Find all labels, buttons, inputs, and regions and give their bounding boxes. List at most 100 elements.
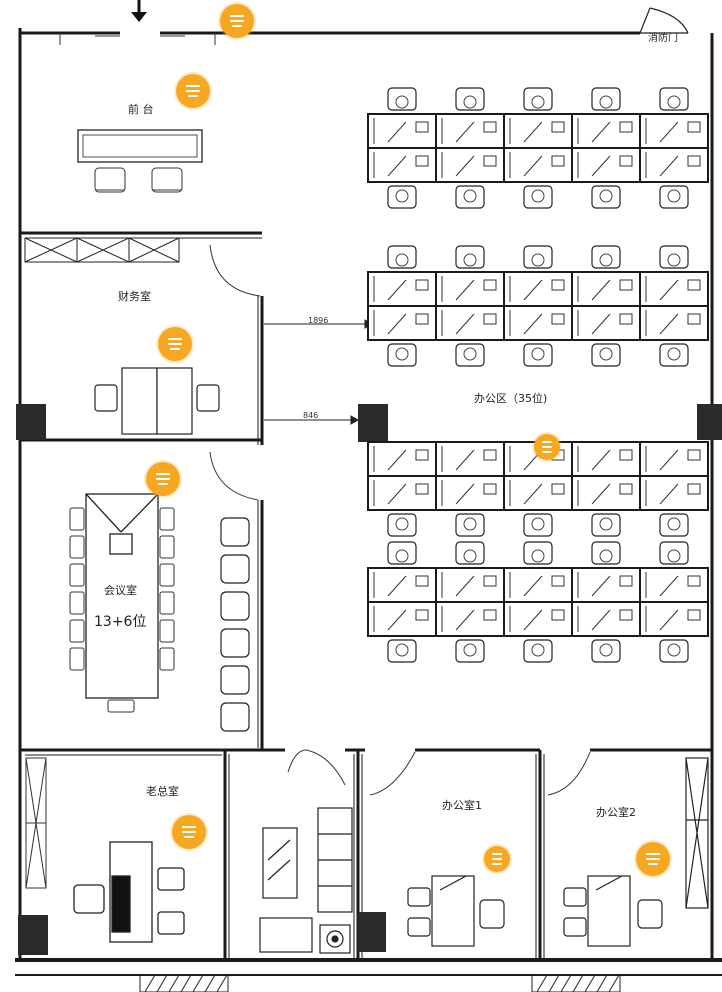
workstation-desk <box>435 271 505 307</box>
office-chair-icon <box>387 513 417 537</box>
meeting-chairs <box>69 507 175 713</box>
meeting-chair <box>69 563 85 587</box>
comment-pin-icon[interactable] <box>172 815 206 849</box>
room-label-finance: 财务室 <box>118 290 151 303</box>
workstation-desk <box>435 305 505 341</box>
comment-pin-icon[interactable] <box>534 434 560 460</box>
meeting-chair <box>69 507 85 531</box>
room-label-office2: 办公室2 <box>596 806 636 819</box>
workstation-desk <box>571 147 641 183</box>
finance-desks <box>94 367 220 435</box>
meeting-chair <box>69 647 85 671</box>
finance-cabinets <box>24 237 180 263</box>
meeting-door <box>209 451 259 501</box>
workstation-desk <box>503 305 573 341</box>
office-chair-icon <box>455 639 485 663</box>
office-chair-icon <box>387 343 417 367</box>
meeting-chair <box>159 507 175 531</box>
workstation-desk <box>571 113 641 149</box>
office-chair-icon <box>523 513 553 537</box>
office-chair-icon <box>659 87 689 111</box>
office-chair-icon <box>591 185 621 209</box>
office-chair-icon <box>523 343 553 367</box>
pillars <box>16 404 722 955</box>
workstation-desk <box>639 271 709 307</box>
workstation-desk <box>367 271 437 307</box>
workstation-desk <box>435 601 505 637</box>
workstation-desk <box>571 567 641 603</box>
workstation-desk <box>571 271 641 307</box>
meeting-chair <box>159 563 175 587</box>
office-chair-icon <box>659 245 689 269</box>
office-chair-icon <box>591 245 621 269</box>
workstation-desk <box>503 567 573 603</box>
workstation-desk <box>367 567 437 603</box>
office-chair-icon <box>387 185 417 209</box>
comment-pin-icon[interactable] <box>220 4 254 38</box>
comment-pin-icon[interactable] <box>176 74 210 108</box>
dimension-label-lower: 846 <box>303 411 319 420</box>
side-chair <box>220 628 250 658</box>
room-label-reception: 前 台 <box>128 103 154 116</box>
room-label-ceo: 老总室 <box>146 785 179 798</box>
entrance-door <box>59 33 216 45</box>
office2-furniture <box>547 751 709 947</box>
workstation-desk <box>367 601 437 637</box>
side-chair <box>220 554 250 584</box>
workstation-desk <box>367 441 437 477</box>
meeting-chair <box>159 647 175 671</box>
workstation-desk <box>571 601 641 637</box>
meeting-chair <box>69 591 85 615</box>
meeting-chair <box>107 699 135 713</box>
office-chair-icon <box>591 639 621 663</box>
entrance-arrow-icon <box>131 0 147 22</box>
office-chair-icon <box>387 639 417 663</box>
room-label-office1: 办公室1 <box>442 799 482 812</box>
office-chair-icon <box>523 245 553 269</box>
workstation-desk <box>639 567 709 603</box>
office1-furniture <box>369 751 505 947</box>
workstation-desk <box>435 567 505 603</box>
room-label-meeting: 会议室 <box>104 584 137 597</box>
side-chair <box>220 702 250 732</box>
workstation-desk <box>503 147 573 183</box>
room-label-fire-door: 消防门 <box>648 33 678 44</box>
comment-pin-icon[interactable] <box>146 462 180 496</box>
meeting-chair <box>159 535 175 559</box>
reception-desk <box>77 129 203 163</box>
comment-pin-icon[interactable] <box>636 842 670 876</box>
office-chair-icon <box>455 513 485 537</box>
bottom-hatch <box>139 974 621 992</box>
ceo-desk <box>73 841 185 943</box>
meeting-table <box>85 493 159 699</box>
office-chair-icon <box>387 541 417 565</box>
meeting-chair <box>159 619 175 643</box>
workstation-desk <box>435 441 505 477</box>
workstation-desk <box>639 113 709 149</box>
ceo-shelves <box>25 757 47 889</box>
fire-door-icon <box>639 7 689 34</box>
workstation-desk <box>571 441 641 477</box>
workstation-desk <box>503 475 573 511</box>
side-chairs <box>220 517 250 732</box>
reception-chairs <box>94 167 183 193</box>
office-chair-icon <box>387 245 417 269</box>
office-chair-icon <box>455 343 485 367</box>
meeting-chair <box>69 619 85 643</box>
workstation-desk <box>639 147 709 183</box>
office-chair-icon <box>523 639 553 663</box>
side-chair <box>220 591 250 621</box>
comment-pin-icon[interactable] <box>158 327 192 361</box>
office-chair-icon <box>659 639 689 663</box>
workstation-desk <box>367 475 437 511</box>
office-chair-icon <box>455 87 485 111</box>
comment-pin-icon[interactable] <box>484 846 510 872</box>
office-chair-icon <box>591 343 621 367</box>
office-chair-icon <box>523 87 553 111</box>
lounge-furniture <box>259 749 353 954</box>
office-chair-icon <box>659 513 689 537</box>
workstation-desk <box>503 113 573 149</box>
workstation-desk <box>639 305 709 341</box>
workstation-desk <box>503 271 573 307</box>
